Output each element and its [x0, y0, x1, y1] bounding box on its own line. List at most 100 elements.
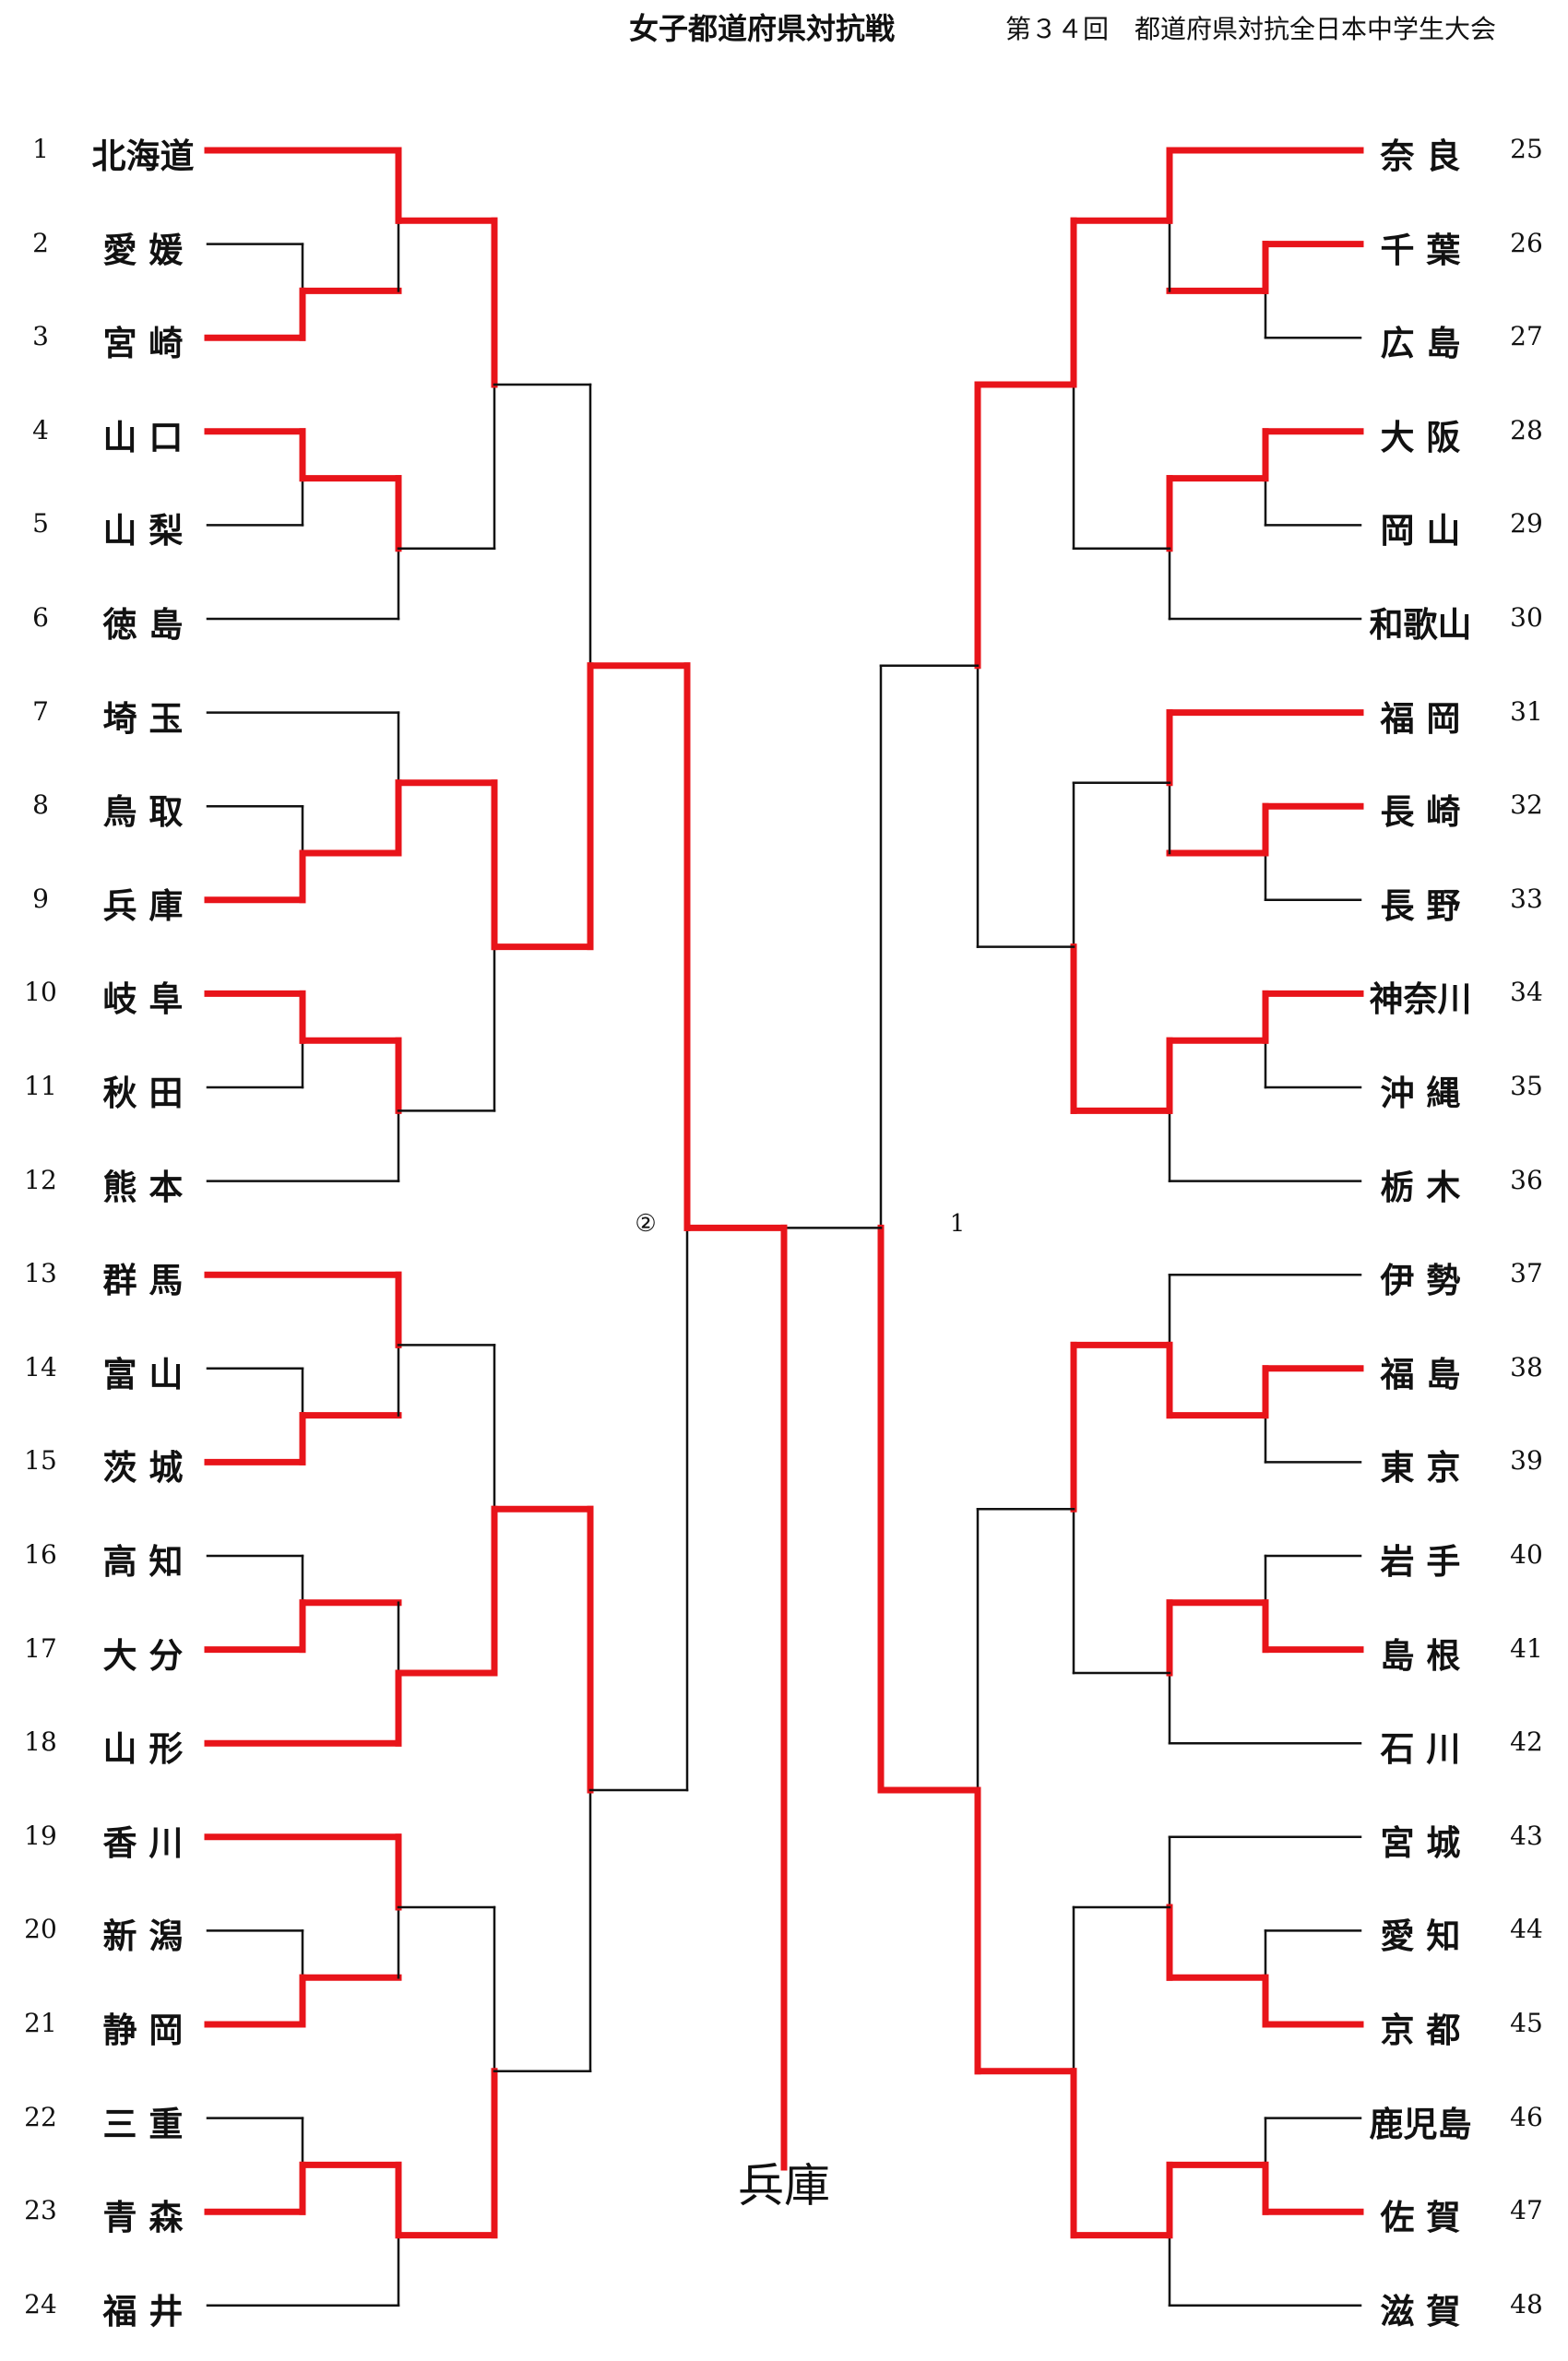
team-name: 新 潟 — [102, 1916, 184, 1957]
seed-number: 11 — [24, 1071, 57, 1101]
team-name: 栃 木 — [1380, 1167, 1461, 1207]
team-name: 香 川 — [102, 1822, 184, 1863]
team-name: 沖 縄 — [1380, 1074, 1461, 1113]
team-name: 兵 庫 — [102, 885, 184, 926]
team-name: 静 岡 — [102, 2011, 184, 2050]
team-name: 島 根 — [1380, 1635, 1461, 1676]
team-name: 京 都 — [1380, 2011, 1461, 2050]
seed-number: 44 — [1510, 1914, 1543, 1945]
seed-number: 4 — [32, 414, 49, 445]
seed-number: 23 — [24, 2195, 57, 2226]
team-name: 石 川 — [1380, 1729, 1461, 1770]
seed-number: 47 — [1510, 2195, 1543, 2226]
seed-number: 48 — [1510, 2288, 1543, 2319]
team-name: 伊 勢 — [1380, 1261, 1461, 1301]
seed-number: 39 — [1510, 1445, 1543, 1477]
page-subtitle: 第３４回 都道府県対抗全日本中学生大会 — [1005, 14, 1497, 44]
seed-number: 32 — [1510, 789, 1543, 821]
seed-number: 20 — [24, 1914, 57, 1945]
team-name: 大 阪 — [1380, 417, 1461, 457]
seed-number: 13 — [24, 1258, 57, 1289]
team-name: 山 口 — [102, 417, 184, 457]
team-name: 福 島 — [1380, 1354, 1461, 1394]
seed-number: 37 — [1510, 1258, 1543, 1289]
seed-number: 35 — [1510, 1071, 1543, 1101]
seed-number: 10 — [24, 977, 57, 1008]
seed-number: 16 — [24, 1539, 57, 1570]
team-name: 富 山 — [102, 1354, 184, 1394]
page-title: 女子都道府県対抗戦 — [629, 11, 896, 46]
seed-number: 17 — [24, 1632, 57, 1664]
seed-number: 36 — [1510, 1164, 1543, 1195]
team-name: 徳 島 — [102, 605, 184, 645]
team-name: 山 梨 — [102, 511, 184, 552]
seed-number: 14 — [24, 1351, 57, 1382]
team-name: 岩 手 — [1380, 1542, 1461, 1582]
team-name: 高 知 — [102, 1542, 184, 1582]
final-score-left: ② — [635, 1210, 657, 1238]
team-name: 宮 崎 — [102, 324, 184, 364]
team-name: 埼 玉 — [102, 698, 184, 739]
seed-number: 18 — [24, 1726, 57, 1758]
champion-label: 兵庫 — [738, 2159, 830, 2213]
seed-number: 43 — [1510, 1820, 1543, 1851]
team-name: 青 森 — [102, 2198, 184, 2238]
team-name: 三 重 — [102, 2104, 184, 2144]
seed-number: 8 — [32, 789, 49, 821]
seed-number: 30 — [1510, 602, 1543, 633]
seed-number: 28 — [1510, 414, 1543, 445]
team-name: 岡 山 — [1380, 511, 1461, 552]
seed-number: 46 — [1510, 2101, 1543, 2132]
team-name: 奈 良 — [1380, 136, 1461, 176]
seed-number: 42 — [1510, 1726, 1543, 1758]
team-name: 茨 城 — [102, 1448, 184, 1489]
seed-number: 3 — [32, 321, 49, 352]
team-name: 愛 知 — [1380, 1916, 1461, 1957]
seed-number: 41 — [1510, 1632, 1543, 1664]
seed-number: 19 — [24, 1820, 57, 1851]
seed-number: 31 — [1510, 695, 1543, 727]
team-name: 北海道 — [91, 136, 195, 176]
seed-number: 7 — [32, 695, 49, 727]
team-name: 秋 田 — [102, 1074, 184, 1113]
team-name: 山 形 — [102, 1729, 184, 1770]
team-name: 神奈川 — [1369, 979, 1472, 1020]
team-name: 群 馬 — [102, 1261, 184, 1301]
team-name: 長 崎 — [1380, 792, 1461, 833]
seed-number: 26 — [1510, 227, 1543, 258]
team-name: 岐 阜 — [102, 979, 184, 1020]
seed-number: 25 — [1510, 134, 1543, 164]
seed-number: 2 — [32, 227, 49, 258]
seed-number: 21 — [24, 2008, 57, 2038]
seed-number: 12 — [24, 1164, 57, 1195]
team-name: 東 京 — [1380, 1448, 1461, 1489]
seed-number: 22 — [24, 2101, 57, 2132]
seed-number: 6 — [32, 602, 49, 633]
team-name: 宮 城 — [1380, 1822, 1461, 1863]
team-name: 長 野 — [1380, 885, 1461, 926]
seed-number: 34 — [1510, 977, 1543, 1008]
team-name: 熊 本 — [102, 1167, 184, 1207]
team-name: 佐 賀 — [1380, 2198, 1461, 2238]
team-name: 滋 賀 — [1380, 2291, 1461, 2331]
final-score-right: 1 — [949, 1210, 966, 1238]
seed-number: 15 — [24, 1445, 57, 1477]
team-name: 福 井 — [102, 2291, 184, 2331]
seed-number: 29 — [1510, 508, 1543, 540]
seed-number: 9 — [32, 883, 49, 914]
seed-number: 1 — [32, 134, 49, 164]
seed-number: 27 — [1510, 321, 1543, 352]
seed-number: 45 — [1510, 2008, 1543, 2038]
team-name: 福 岡 — [1380, 698, 1461, 739]
team-name: 和歌山 — [1369, 605, 1472, 645]
seed-number: 24 — [24, 2288, 57, 2319]
team-name: 鳥 取 — [102, 792, 184, 833]
team-name: 広 島 — [1380, 324, 1461, 364]
team-name: 千 葉 — [1380, 230, 1461, 270]
seed-number: 33 — [1510, 883, 1543, 914]
team-name: 大 分 — [102, 1635, 184, 1676]
team-name: 愛 媛 — [102, 230, 184, 270]
seed-number: 38 — [1510, 1351, 1543, 1382]
seed-number: 5 — [32, 508, 49, 540]
